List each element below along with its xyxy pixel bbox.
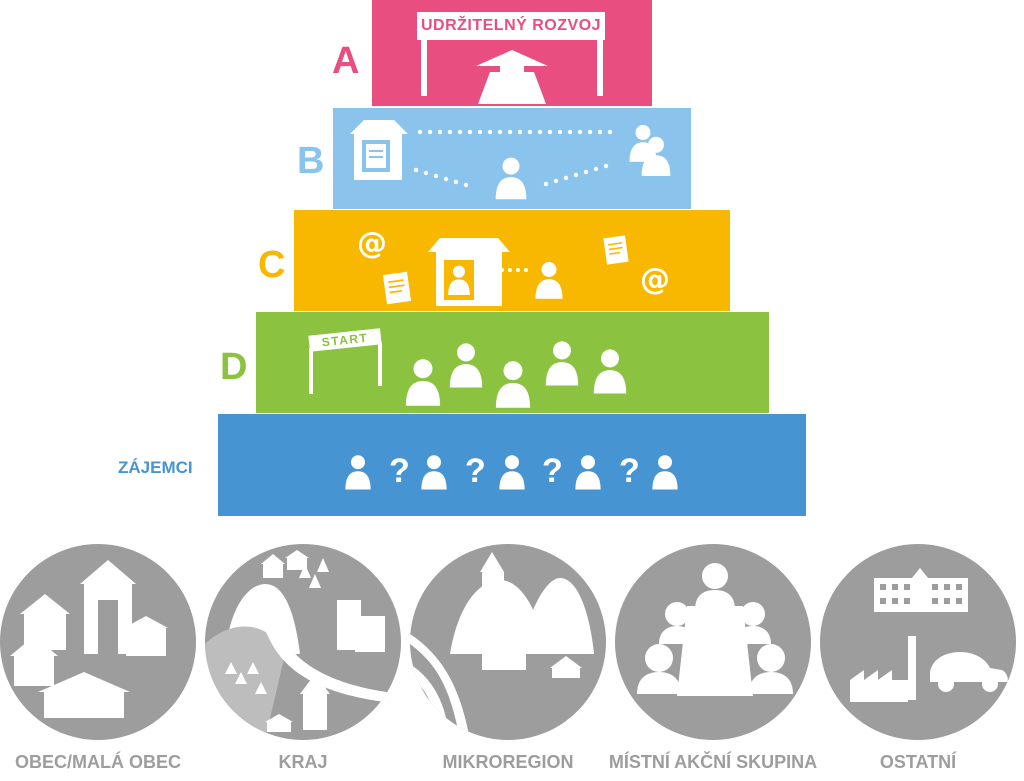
category-label-microregion: MIKROREGION (442, 752, 574, 772)
person-icon (593, 349, 627, 394)
question-mark: ? (389, 452, 410, 490)
category-circle-municipality (0, 544, 196, 740)
dotted-line (476, 268, 528, 272)
pavilion-icon (421, 40, 603, 104)
tier-d-letter: D (220, 346, 248, 388)
person-icon (499, 455, 525, 490)
village-houses-icon (10, 560, 168, 718)
at-icon: @ (640, 262, 670, 297)
category-circle-region (205, 544, 401, 740)
person-icon (345, 455, 371, 490)
tier-c-letter: C (258, 244, 286, 286)
sustainable-development-sign: UDRŽITELNÝ ROZVOJ (417, 12, 605, 40)
category-label-other: OSTATNÍ (879, 752, 957, 772)
category-label-municipality: OBEC/MALÁ OBEC (15, 752, 181, 772)
meeting-table-icon (637, 563, 793, 696)
document-icon (603, 235, 629, 265)
category-circle-microregion (410, 544, 606, 740)
office-booth-icon (428, 238, 510, 306)
category-circle-other (820, 544, 1016, 740)
microregion-landscape-icon (410, 552, 594, 740)
start-gate-icon (309, 342, 382, 394)
person-icon (535, 262, 563, 299)
category-label-region: KRAJ (278, 752, 328, 772)
building-factory-car-icon (850, 568, 1008, 702)
person-icon (575, 455, 601, 490)
person-icon (545, 341, 579, 386)
person-icon (421, 455, 447, 490)
tier-a-letter: A (332, 40, 360, 82)
question-mark: ? (619, 452, 640, 490)
document-icon (382, 271, 412, 305)
info-booth-icon (350, 120, 408, 180)
question-mark: ? (465, 452, 486, 490)
base-label: ZÁJEMCI (118, 458, 193, 477)
category-circle-lag (615, 544, 811, 740)
person-icon (495, 361, 531, 408)
tier-b-letter: B (297, 140, 325, 182)
question-mark: ? (542, 452, 563, 490)
person-icon (449, 343, 483, 388)
person-icon (405, 359, 441, 406)
region-landscape-icon (205, 550, 401, 740)
person-icon (495, 157, 527, 200)
person-icon (652, 455, 678, 490)
category-label-lag: MÍSTNÍ AKČNÍ SKUPINA (608, 752, 818, 772)
tier-c (294, 210, 730, 311)
at-icon: @ (357, 226, 387, 261)
dotted-line (413, 129, 613, 188)
